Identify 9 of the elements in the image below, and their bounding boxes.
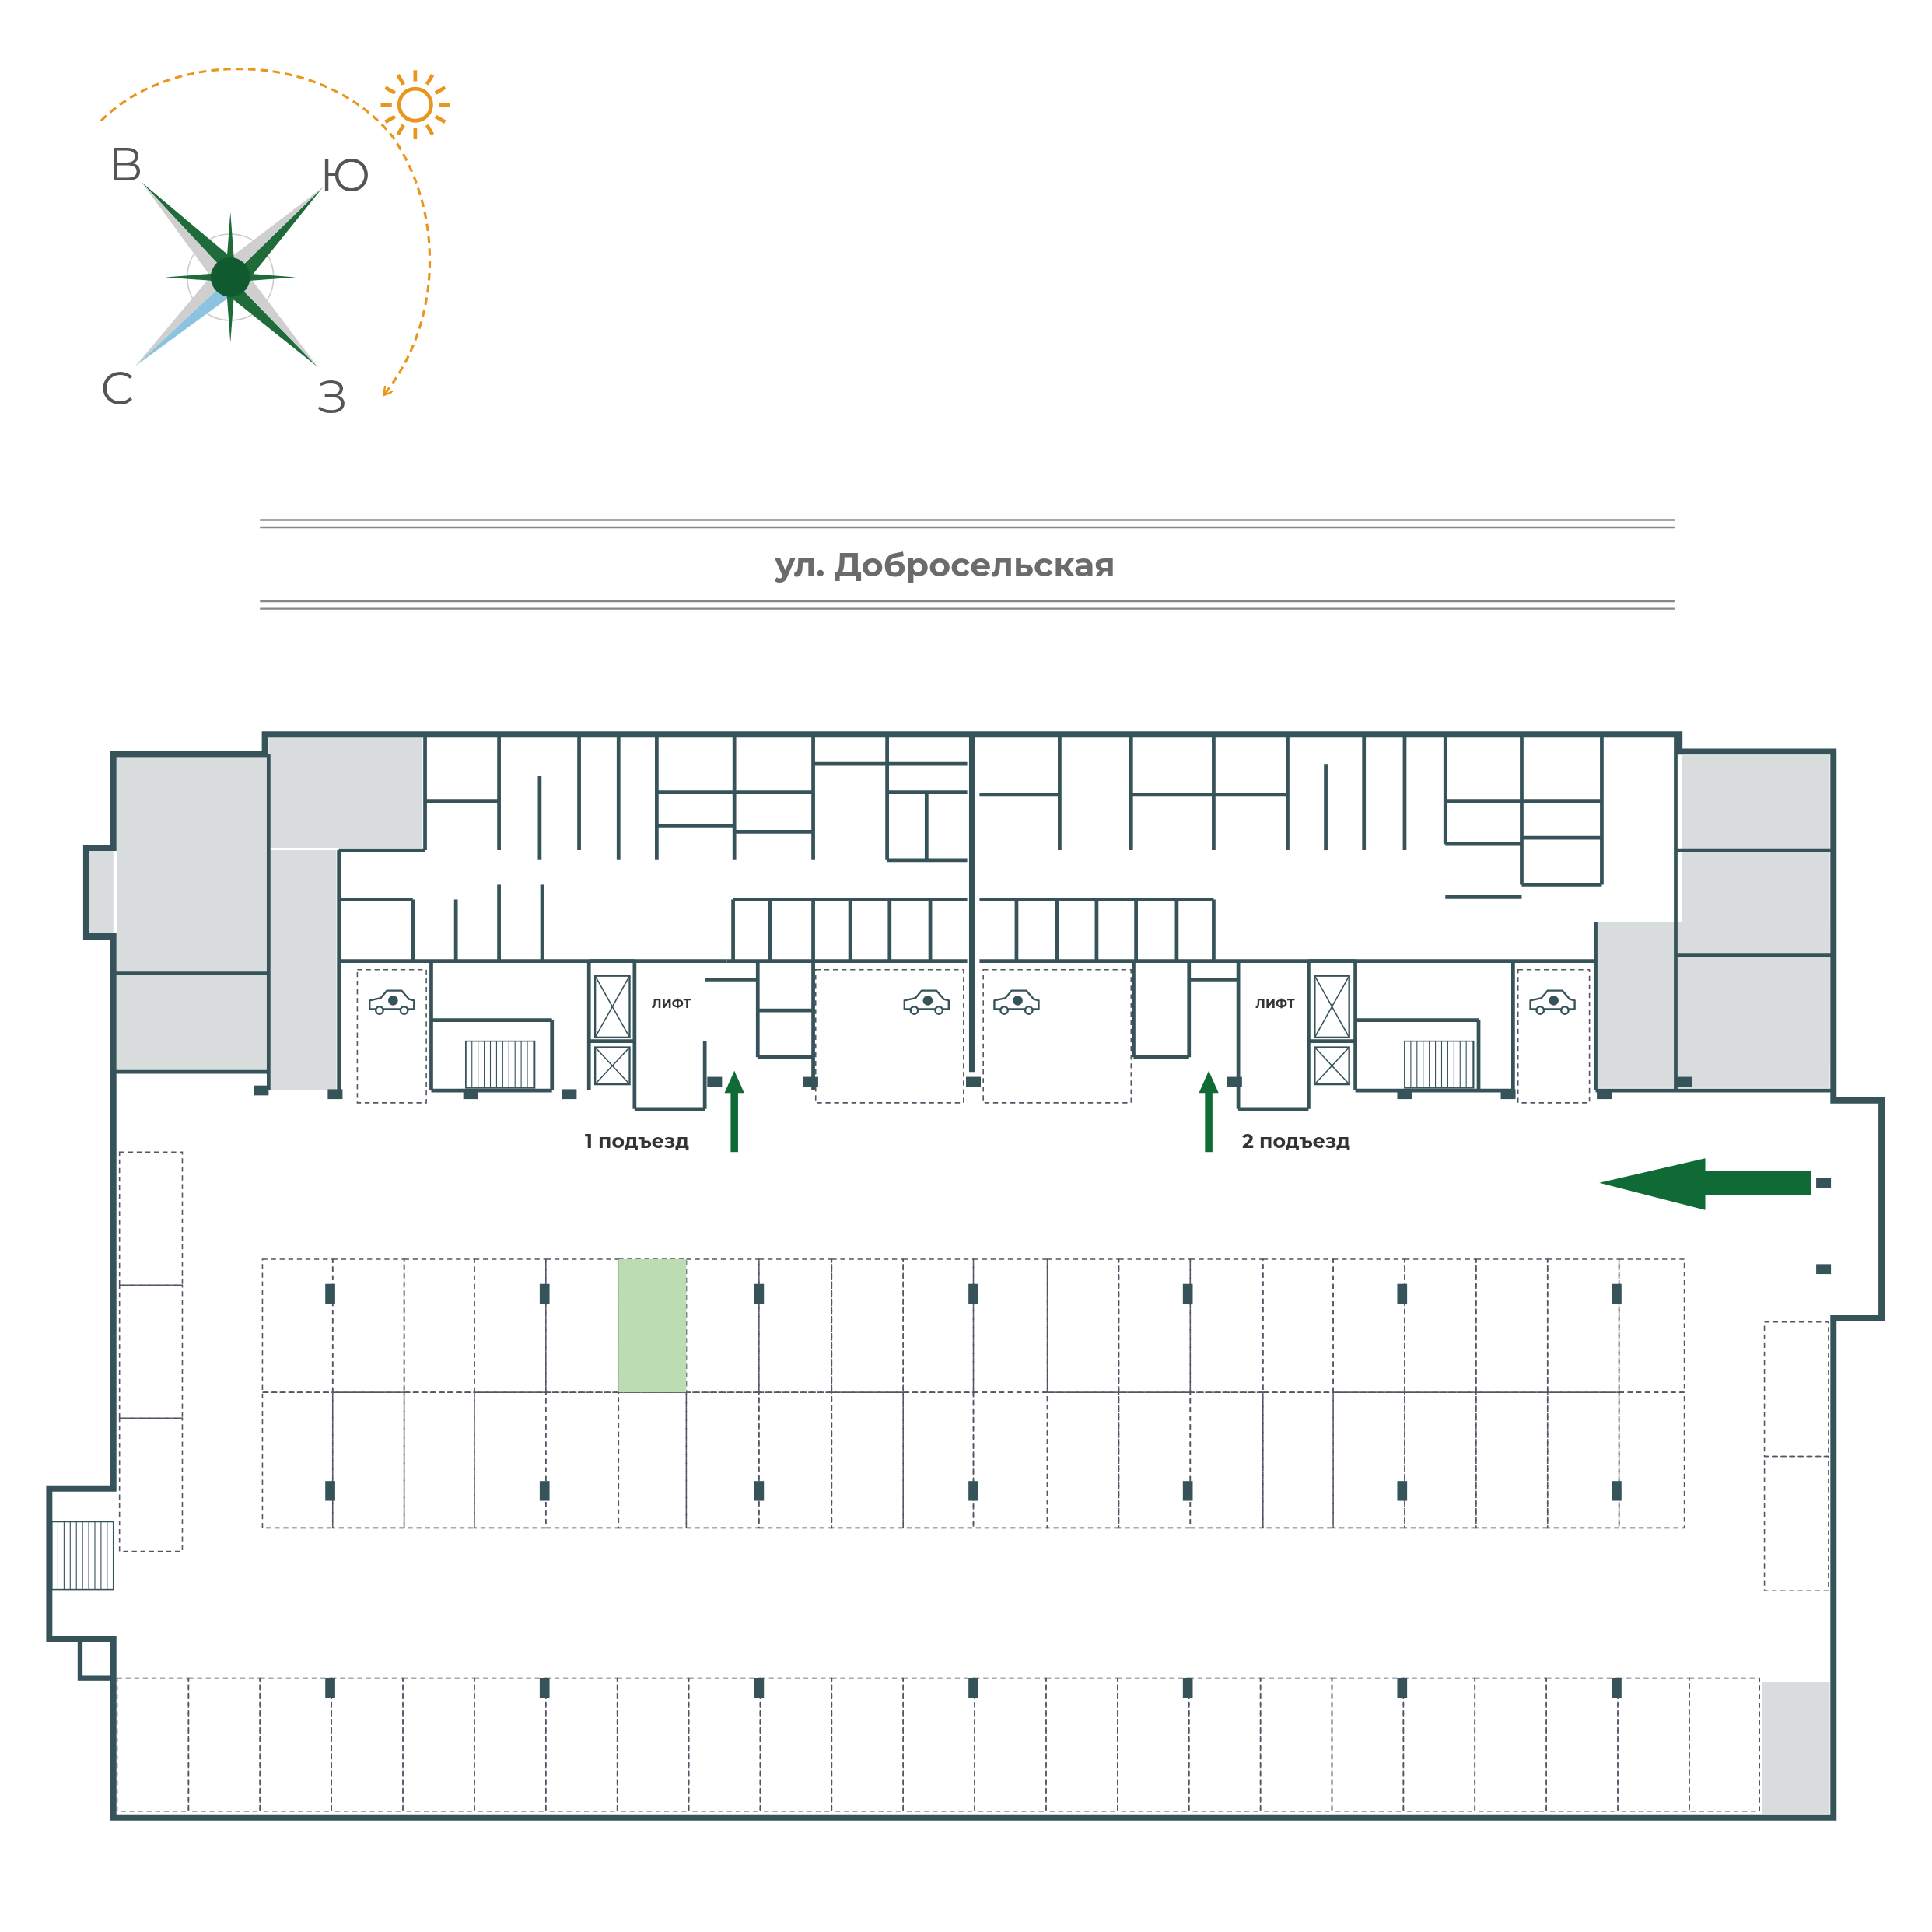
room-label: ЛИФТ <box>1255 998 1295 1011</box>
compass-direction-label: Ю <box>319 151 371 199</box>
room-label: ЛИФТ <box>652 998 691 1011</box>
entrance-label: 1 подъезд <box>584 1131 690 1151</box>
compass-direction-label: З <box>318 373 348 421</box>
entrance-label: 2 подъезд <box>1242 1131 1351 1151</box>
street-name: ул. Добросельская <box>775 548 1115 581</box>
compass-direction-label: С <box>100 364 135 412</box>
compass-direction-label: В <box>108 140 144 187</box>
